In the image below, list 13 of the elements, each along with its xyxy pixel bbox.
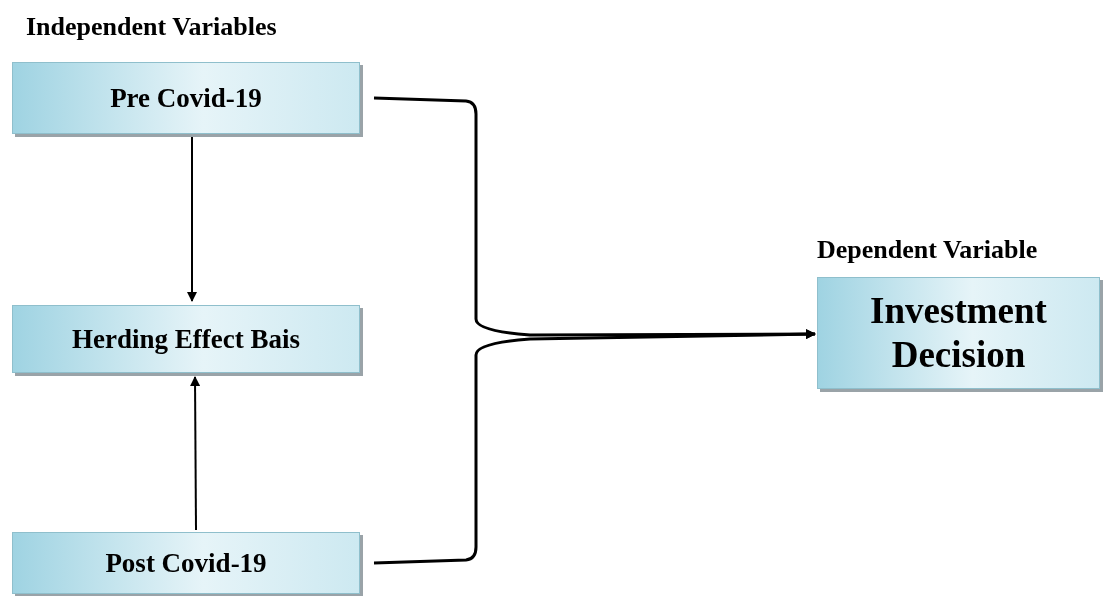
- variable-box: [817, 277, 1100, 389]
- box-label: Post Covid-19: [105, 547, 267, 579]
- variable-box: [12, 62, 360, 134]
- variable-box: [12, 305, 360, 373]
- arrow: [190, 376, 201, 531]
- column-heading: Independent Variables: [26, 12, 277, 42]
- box-label: Herding Effect Bais: [72, 323, 300, 355]
- box-label: Pre Covid-19: [110, 82, 262, 114]
- arrow: [187, 135, 197, 302]
- variable-box: [12, 532, 360, 594]
- arrow: [373, 329, 816, 565]
- column-heading: Dependent Variable: [817, 235, 1038, 265]
- box-label: Investment Decision: [869, 288, 1048, 377]
